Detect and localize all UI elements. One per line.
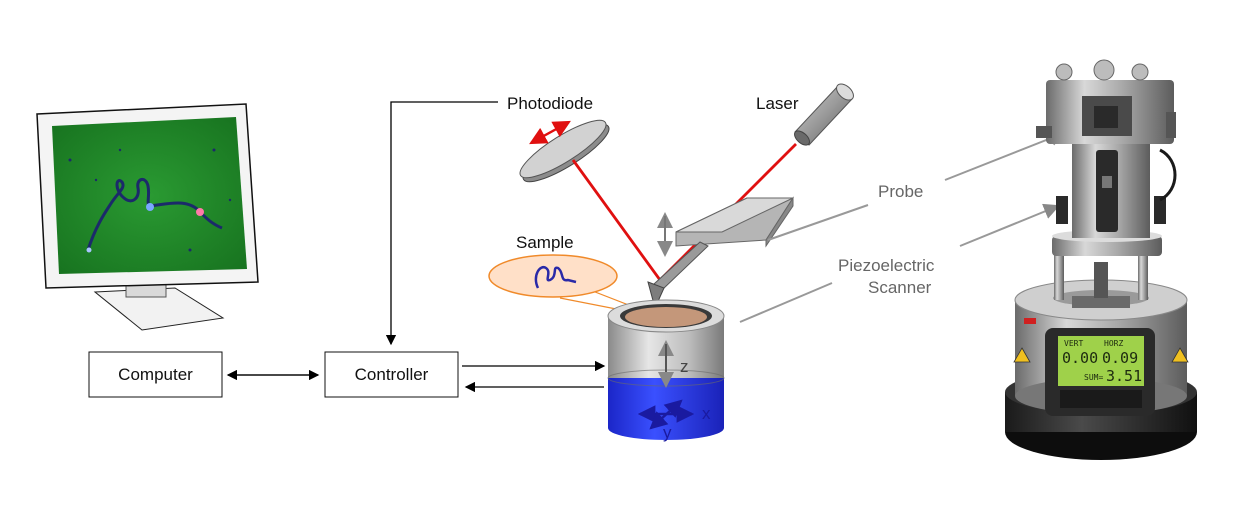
warning-sticker [1013,347,1031,363]
lcd-sum-label: SUM= [1084,373,1103,382]
probe-label: Probe [878,182,923,201]
laser-label: Laser [756,94,799,113]
afm-instrument-photo: VERT HORZ 0.00 0.09 SUM= 3.51 [1005,59,1197,460]
photodiode-to-controller-arrow [385,101,498,346]
photodiode-illustration [519,119,610,183]
photodiode-label: Photodiode [507,94,593,113]
probe-photo-arrow [944,130,1066,181]
particle [196,208,204,216]
z-axis-label: z [680,357,689,376]
photo-callouts [739,130,1066,323]
lcd-screen [1058,336,1144,386]
laser-illustration [794,83,854,146]
signal-connectors [226,101,606,393]
piezo-label-line2: Scanner [868,278,932,297]
dna-strand [86,178,223,251]
computer-monitor-illustration [36,103,259,331]
sample-surface [625,307,707,327]
afm-image-screen [52,117,247,274]
probe-tip [647,281,665,310]
cantilever-probe-illustration [647,196,794,310]
y-axis-label: y [663,423,672,442]
computer-box: Computer [88,351,223,398]
scanner-callout-line [739,282,833,323]
particle [146,203,154,211]
controller-label: Controller [355,365,429,384]
piezo-label-line1: Piezoelectric [838,256,935,275]
x-axis-label: x [702,404,711,423]
lcd-val1: 0.00 [1062,349,1098,367]
scanner-photo-arrow [959,203,1060,247]
piezo-scanner-cylinder: z x y [607,299,725,442]
probe-callout-line [767,204,869,241]
lcd-col1: VERT [1064,339,1083,348]
lcd-val2: 0.09 [1102,349,1138,367]
sample-molecule [534,266,577,289]
lcd-sum-value: 3.51 [1106,367,1142,385]
sample-label: Sample [516,233,574,252]
lcd-col2: HORZ [1104,339,1123,348]
warning-sticker [1171,347,1189,363]
controller-box: Controller [324,351,459,398]
particle [86,247,92,253]
computer-label: Computer [118,365,193,384]
